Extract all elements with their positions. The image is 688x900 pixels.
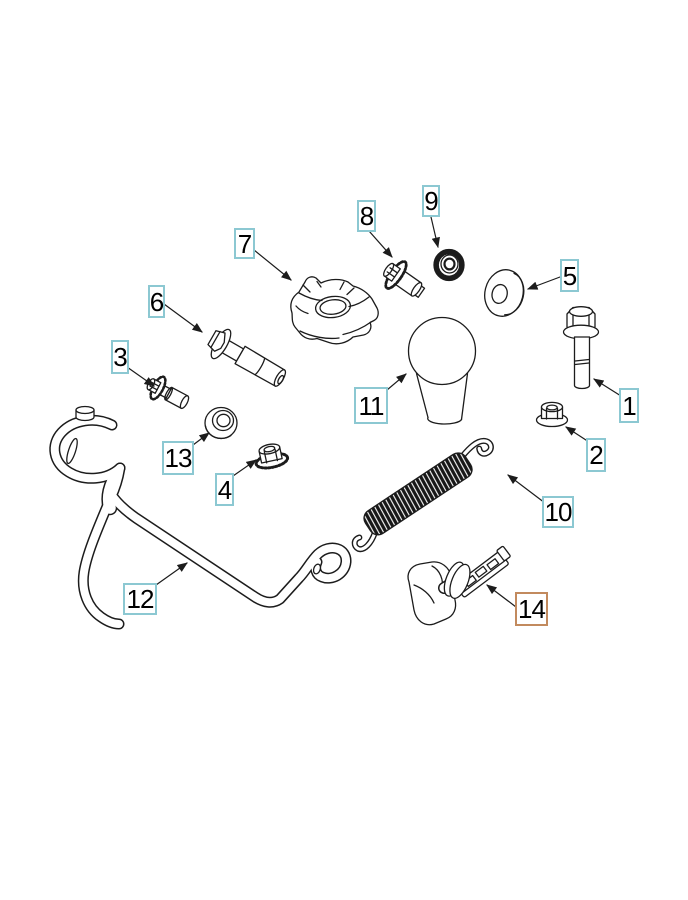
leader-line-7 bbox=[253, 249, 292, 281]
callout-5[interactable]: 5 bbox=[560, 259, 579, 292]
part-9-serrated-flange-nut bbox=[433, 248, 465, 282]
leader-line-13 bbox=[192, 432, 210, 446]
callout-10[interactable]: 10 bbox=[542, 496, 574, 528]
leader-lines bbox=[126, 216, 622, 608]
leader-line-10 bbox=[507, 474, 546, 504]
part-11-knob bbox=[407, 316, 477, 425]
leader-line-12 bbox=[155, 562, 188, 586]
callout-13[interactable]: 13 bbox=[162, 441, 194, 475]
part-14-latch-lever bbox=[407, 545, 511, 626]
callout-4[interactable]: 4 bbox=[215, 473, 234, 506]
leader-line-5 bbox=[527, 276, 561, 290]
callout-14[interactable]: 14 bbox=[515, 592, 548, 626]
leader-line-3 bbox=[126, 366, 155, 387]
leader-line-14 bbox=[486, 584, 517, 608]
part-3-shoulder-screw bbox=[146, 375, 190, 410]
leader-line-2 bbox=[565, 426, 590, 443]
callout-12[interactable]: 12 bbox=[123, 583, 157, 615]
leader-line-1 bbox=[593, 378, 622, 397]
part-6-pivot-pin bbox=[207, 328, 287, 387]
leader-line-4 bbox=[232, 459, 257, 477]
part-13-bushing bbox=[204, 406, 238, 440]
callout-3[interactable]: 3 bbox=[111, 340, 129, 374]
leader-line-11 bbox=[386, 373, 407, 391]
callout-8[interactable]: 8 bbox=[357, 200, 376, 232]
part-4-flange-lock-nut bbox=[254, 443, 290, 470]
part-5-washer bbox=[484, 269, 525, 317]
callout-6[interactable]: 6 bbox=[148, 285, 165, 318]
callout-7[interactable]: 7 bbox=[234, 228, 255, 259]
callout-1[interactable]: 1 bbox=[619, 388, 639, 423]
part-8-carriage-bolt bbox=[383, 260, 426, 298]
part-12-lift-lever-rod bbox=[49, 405, 352, 630]
part-1-flange-bolt bbox=[562, 306, 600, 390]
part-10-extension-spring bbox=[351, 437, 494, 553]
callout-2[interactable]: 2 bbox=[586, 438, 606, 472]
leader-line-9 bbox=[430, 216, 440, 249]
leader-line-6 bbox=[163, 303, 203, 333]
callout-11[interactable]: 11 bbox=[354, 387, 388, 424]
callout-9[interactable]: 9 bbox=[422, 185, 440, 217]
part-2-lock-nut bbox=[535, 401, 569, 428]
part-7-bracket bbox=[290, 276, 379, 345]
leader-line-8 bbox=[368, 230, 393, 258]
